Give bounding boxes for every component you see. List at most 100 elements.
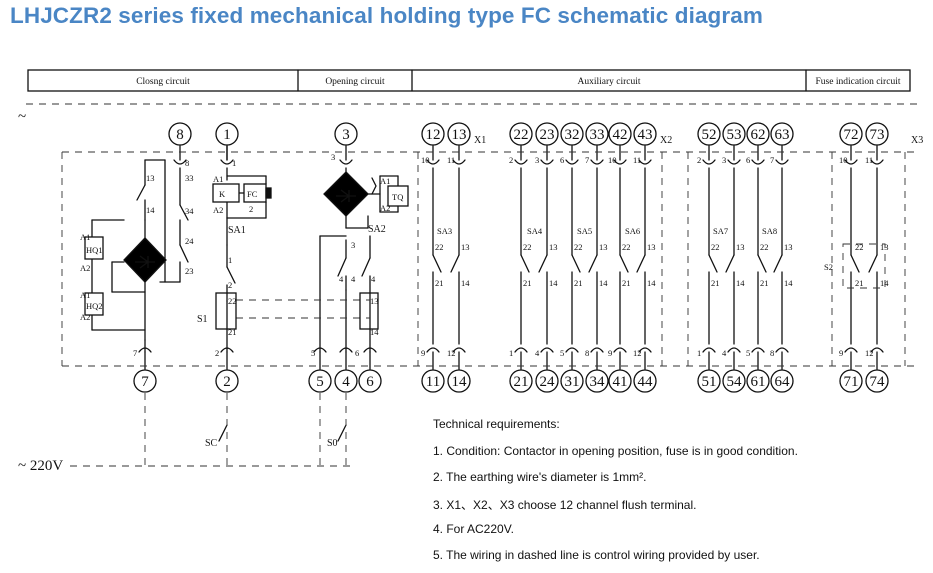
terminal-pin: 1 [228,255,232,265]
terminal-number: 31 [565,374,580,390]
device-label: SA3 [437,226,452,236]
terminal-number: 7 [141,374,149,390]
terminal-fork [613,159,627,165]
fuse-switch-frame [842,243,886,289]
terminal-number: 43 [638,127,653,143]
terminal-pin: 22 [711,242,720,252]
terminal-pin: 5 [560,348,564,358]
terminal-fork [540,347,554,353]
terminal-pin: A1 [80,232,90,242]
terminal-node [421,369,445,393]
terminal-pin: 22 [574,242,583,252]
terminal-node [865,369,889,393]
terminal-pin: 9 [839,348,843,358]
terminal-pin: 9 [421,348,425,358]
terminal-fork [775,347,789,353]
terminal-pin: 1 [232,158,236,168]
terminal-pin: 4 [339,274,344,284]
terminal-pin: 11 [447,155,455,165]
device-label: SA5 [577,226,592,236]
coil-hq2 [84,292,104,316]
terminal-number: 72 [844,127,859,143]
terminal-pin: 33 [185,173,194,183]
switch-contact [136,184,146,201]
terminal-fork [173,159,187,165]
requirements-heading: Technical requirements: [433,417,560,431]
terminal-pin: A1 [380,176,390,186]
terminal-node [865,122,889,146]
switch-contact-nc [708,254,718,273]
terminal-fork [638,347,652,353]
terminal-node [746,122,770,146]
terminal-pin: 2 [249,204,253,214]
device-label: SA8 [762,226,777,236]
terminal-number: 12 [426,127,441,143]
terminal-node [535,369,559,393]
terminal-node [770,122,794,146]
terminal-number: 33 [590,127,605,143]
terminal-pin: 2 [215,348,219,358]
terminal-fork [426,159,440,165]
terminal-fork [751,347,765,353]
terminal-pin: 22 [622,242,631,252]
terminal-fork [514,159,528,165]
device-label: SC [205,438,218,449]
terminal-pin: 21 [711,278,720,288]
terminal-node [447,122,471,146]
header-label: Closng circuit [136,77,190,87]
terminal-fork [565,159,579,165]
terminal-number: 63 [775,127,790,143]
switch-contact-nc [432,254,442,273]
terminal-number: 2 [223,374,231,390]
terminal-number: 61 [751,374,766,390]
terminal-pin: 13 [370,296,379,306]
terminal-node [334,122,358,146]
terminal-pin: 22 [855,242,864,252]
header-label: Opening circuit [325,77,385,87]
terminal-number: 73 [870,127,885,143]
terminal-node [447,369,471,393]
terminal-pin: A2 [380,203,390,213]
terminal-pin: 10 [608,155,617,165]
header-label: Fuse indication circuit [816,77,901,87]
terminal-fork [638,159,652,165]
terminal-fork [452,159,466,165]
terminal-node [585,369,609,393]
terminal-fork [751,159,765,165]
terminal-pin: 22 [523,242,532,252]
terminal-pin: 12 [633,348,642,358]
terminal-number: 51 [702,374,717,390]
terminal-node [133,369,157,393]
terminal-pin: 21 [760,278,769,288]
terminal-node [421,122,445,146]
terminal-pin: 2 [228,280,232,290]
terminal-number: 6 [366,374,374,390]
switch-contact-no [588,254,598,273]
terminal-fork [844,347,858,353]
terminal-pin: 4 [722,348,727,358]
terminal-pin: 13 [736,242,745,252]
terminal-fork [844,159,858,165]
terminal-pin: 34 [185,206,194,216]
varistor [371,177,377,195]
terminal-pin: 14 [549,278,558,288]
terminal-pin: 7 [133,348,137,358]
terminal-node [697,369,721,393]
terminal-pin: 7 [770,155,774,165]
terminal-number: 22 [514,127,529,143]
terminal-pin: 3 [331,152,335,162]
terminal-node [308,369,332,393]
terminal-pin: 10 [839,155,848,165]
terminal-pin: 9 [608,348,612,358]
terminal-number: 52 [702,127,717,143]
switch-contact-no [725,254,735,273]
terminal-pin: 13 [647,242,656,252]
terminal-fork [452,347,466,353]
requirement-item: 4. For AC220V. [433,522,514,536]
supply-label: ~ 220V [18,458,63,474]
terminal-fork [220,159,234,165]
switch-contact-no [450,254,460,273]
device-label: SA4 [527,226,543,236]
terminal-pin: 14 [784,278,793,288]
terminal-fork [590,159,604,165]
